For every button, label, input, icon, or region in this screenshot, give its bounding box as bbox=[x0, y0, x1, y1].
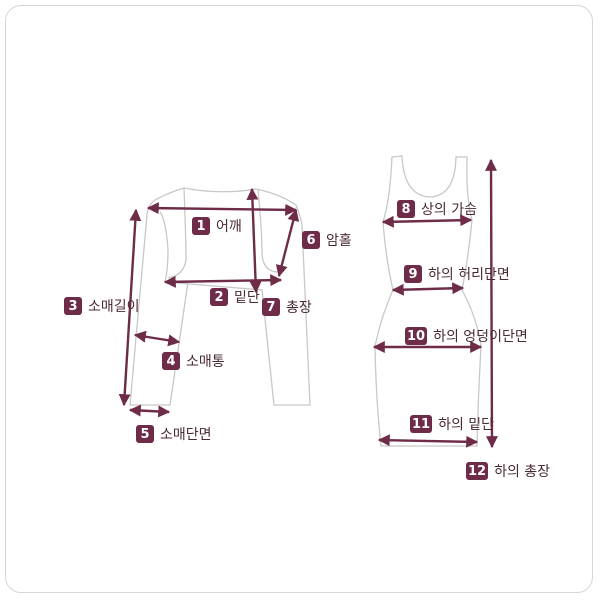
number-badge: 8 bbox=[397, 200, 415, 218]
label-text: 상의 가슴 bbox=[421, 202, 477, 218]
dress-outline bbox=[374, 155, 482, 447]
label-text: 소매길이 bbox=[88, 299, 140, 315]
number-badge: 2 bbox=[210, 288, 228, 306]
label-text: 하의 허리단면 bbox=[428, 267, 510, 283]
number-badge: 9 bbox=[404, 265, 422, 283]
measure-line-sleeve-length bbox=[118, 208, 142, 407]
diagram-card bbox=[5, 5, 593, 593]
measure-line-sleeve-width bbox=[133, 330, 181, 347]
label-shoulder: 1 어깨 bbox=[192, 217, 242, 235]
number-badge: 3 bbox=[64, 297, 82, 315]
label-text: 소매단면 bbox=[160, 427, 212, 443]
measure-line-top-chest bbox=[381, 214, 473, 228]
number-badge: 7 bbox=[262, 298, 280, 316]
label-top-chest: 8 상의 가슴 bbox=[397, 200, 477, 218]
measure-line-shoulder bbox=[146, 202, 298, 216]
measure-line-total-length bbox=[246, 187, 262, 294]
number-badge: 5 bbox=[136, 425, 154, 443]
number-badge: 10 bbox=[405, 327, 428, 345]
label-armhole: 6 암홀 bbox=[302, 231, 352, 249]
label-sleeve-opening: 5 소매단면 bbox=[136, 425, 212, 443]
measure-line-bottom-total-length bbox=[485, 158, 498, 449]
measure-line-bottom-hem bbox=[377, 434, 479, 448]
label-sleeve-length: 3 소매길이 bbox=[64, 297, 140, 315]
label-text: 총장 bbox=[286, 300, 312, 316]
label-hem: 2 밑단 bbox=[210, 288, 260, 306]
number-badge: 6 bbox=[302, 231, 320, 249]
label-total-length: 7 총장 bbox=[262, 298, 312, 316]
label-text: 어깨 bbox=[216, 219, 242, 235]
measure-line-armhole bbox=[275, 208, 300, 278]
label-text: 밑단 bbox=[234, 290, 260, 306]
number-badge: 11 bbox=[410, 415, 433, 433]
number-badge: 4 bbox=[162, 352, 180, 370]
measure-line-bottom-waist bbox=[391, 282, 465, 296]
label-bottom-total-length: 12 하의 총장 bbox=[466, 462, 550, 480]
label-text: 소매통 bbox=[186, 354, 225, 370]
number-badge: 12 bbox=[466, 462, 489, 480]
label-bottom-hip: 10 하의 엉덩이단면 bbox=[405, 327, 528, 345]
number-badge: 1 bbox=[192, 217, 210, 235]
label-text: 하의 총장 bbox=[494, 464, 551, 480]
label-text: 암홀 bbox=[326, 233, 352, 249]
label-bottom-hem: 11 하의 밑단 bbox=[410, 415, 494, 433]
label-text: 하의 엉덩이단면 bbox=[433, 329, 528, 345]
label-sleeve-width: 4 소매통 bbox=[162, 352, 225, 370]
label-bottom-waist: 9 하의 허리단면 bbox=[404, 265, 510, 283]
label-text: 하의 밑단 bbox=[438, 417, 495, 433]
measure-line-sleeve-opening bbox=[128, 404, 171, 418]
measure-line-hem bbox=[163, 274, 283, 288]
